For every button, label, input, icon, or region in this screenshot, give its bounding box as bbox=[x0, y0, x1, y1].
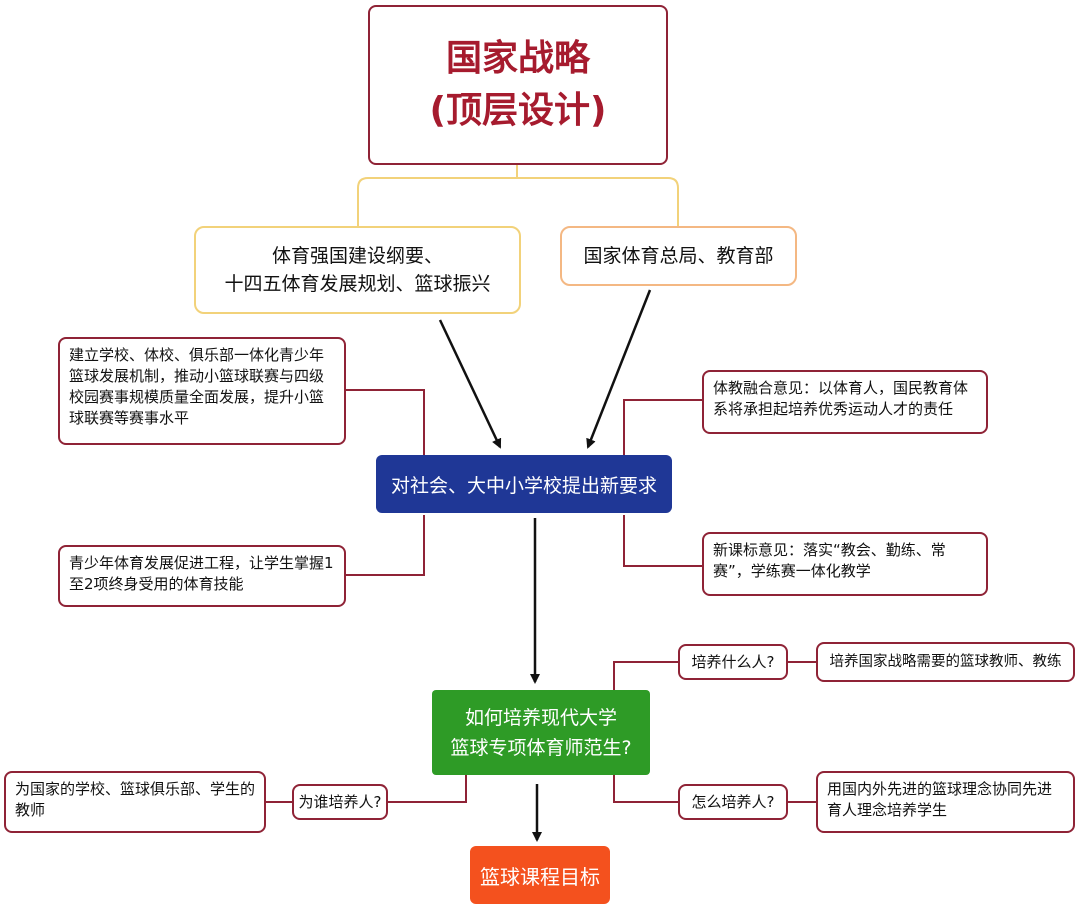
question-how: 怎么培养人? bbox=[678, 784, 788, 820]
top-node-line2: (顶层设计) bbox=[429, 90, 607, 131]
note-bottom-right: 新课标意见：落实“教会、勤练、常赛”，学练赛一体化教学 bbox=[702, 532, 988, 596]
note-top-right: 体教融合意见：以体育人，国民教育体系将承担起培养优秀运动人才的责任 bbox=[702, 370, 988, 434]
question-how-label: 怎么培养人? bbox=[691, 792, 775, 811]
top-node-line1: 国家战略 bbox=[445, 38, 590, 79]
policy-documents-box: 体育强国建设纲要、 十四五体育发展规划、篮球振兴 bbox=[194, 226, 521, 314]
question-who-label: 为谁培养人? bbox=[298, 792, 382, 811]
connector-who-question bbox=[388, 775, 467, 803]
connector-top-left-note bbox=[346, 389, 425, 455]
top-node-national-strategy: 国家战略 (顶层设计) bbox=[368, 5, 668, 165]
note-top-right-text: 体教融合意见：以体育人，国民教育体系将承担起培养优秀运动人才的责任 bbox=[713, 379, 969, 418]
arrow-right-to-center bbox=[586, 289, 652, 449]
center-node-new-requirements: 对社会、大中小学校提出新要求 bbox=[376, 455, 672, 513]
connector-how-question bbox=[613, 775, 678, 803]
connector-top-right-note bbox=[623, 399, 702, 455]
answer-who: 为国家的学校、篮球俱乐部、学生的教师 bbox=[4, 771, 266, 833]
note-bottom-right-text: 新课标意见：落实“教会、勤练、常赛”，学练赛一体化教学 bbox=[713, 541, 946, 580]
authorities-box: 国家体育总局、教育部 bbox=[560, 226, 797, 286]
connector-bottom-left-note bbox=[346, 515, 425, 576]
note-top-left: 建立学校、体校、俱乐部一体化青少年篮球发展机制，推动小篮球联赛与四级校园赛事规模… bbox=[58, 337, 346, 445]
answer-how-text: 用国内外先进的篮球理念协同先进育人理念培养学生 bbox=[827, 780, 1053, 819]
answer-who-text: 为国家的学校、篮球俱乐部、学生的教师 bbox=[15, 780, 256, 819]
green-node-question: 如何培养现代大学 篮球专项体育师范生? bbox=[432, 690, 650, 775]
goal-node-label: 篮球课程目标 bbox=[480, 864, 600, 889]
answer-how: 用国内外先进的篮球理念协同先进育人理念培养学生 bbox=[816, 771, 1075, 833]
connector-what-question bbox=[613, 661, 678, 690]
question-what-label: 培养什么人? bbox=[691, 652, 775, 671]
question-what: 培养什么人? bbox=[678, 644, 788, 680]
answer-what-text: 培养国家战略需要的篮球教师、教练 bbox=[829, 653, 1062, 670]
authorities-label: 国家体育总局、教育部 bbox=[583, 245, 774, 267]
top-bracket-connector bbox=[357, 164, 679, 226]
policy-documents-line2: 十四五体育发展规划、篮球振兴 bbox=[224, 273, 491, 295]
note-bottom-left-text: 青少年体育发展促进工程，让学生掌握1至2项终身受用的体育技能 bbox=[69, 554, 334, 593]
green-node-line2: 篮球专项体育师范生? bbox=[450, 736, 632, 759]
question-who: 为谁培养人? bbox=[292, 784, 388, 820]
connector-bottom-right-note bbox=[623, 515, 702, 567]
answer-what: 培养国家战略需要的篮球教师、教练 bbox=[816, 642, 1075, 682]
arrow-left-to-center bbox=[438, 319, 502, 449]
green-node-line1: 如何培养现代大学 bbox=[464, 706, 617, 729]
goal-node-basketball-course: 篮球课程目标 bbox=[470, 846, 610, 904]
note-top-left-text: 建立学校、体校、俱乐部一体化青少年篮球发展机制，推动小篮球联赛与四级校园赛事规模… bbox=[69, 346, 325, 427]
center-node-label: 对社会、大中小学校提出新要求 bbox=[390, 474, 657, 497]
policy-documents-line1: 体育强国建设纲要、 bbox=[271, 245, 443, 267]
note-bottom-left: 青少年体育发展促进工程，让学生掌握1至2项终身受用的体育技能 bbox=[58, 545, 346, 607]
